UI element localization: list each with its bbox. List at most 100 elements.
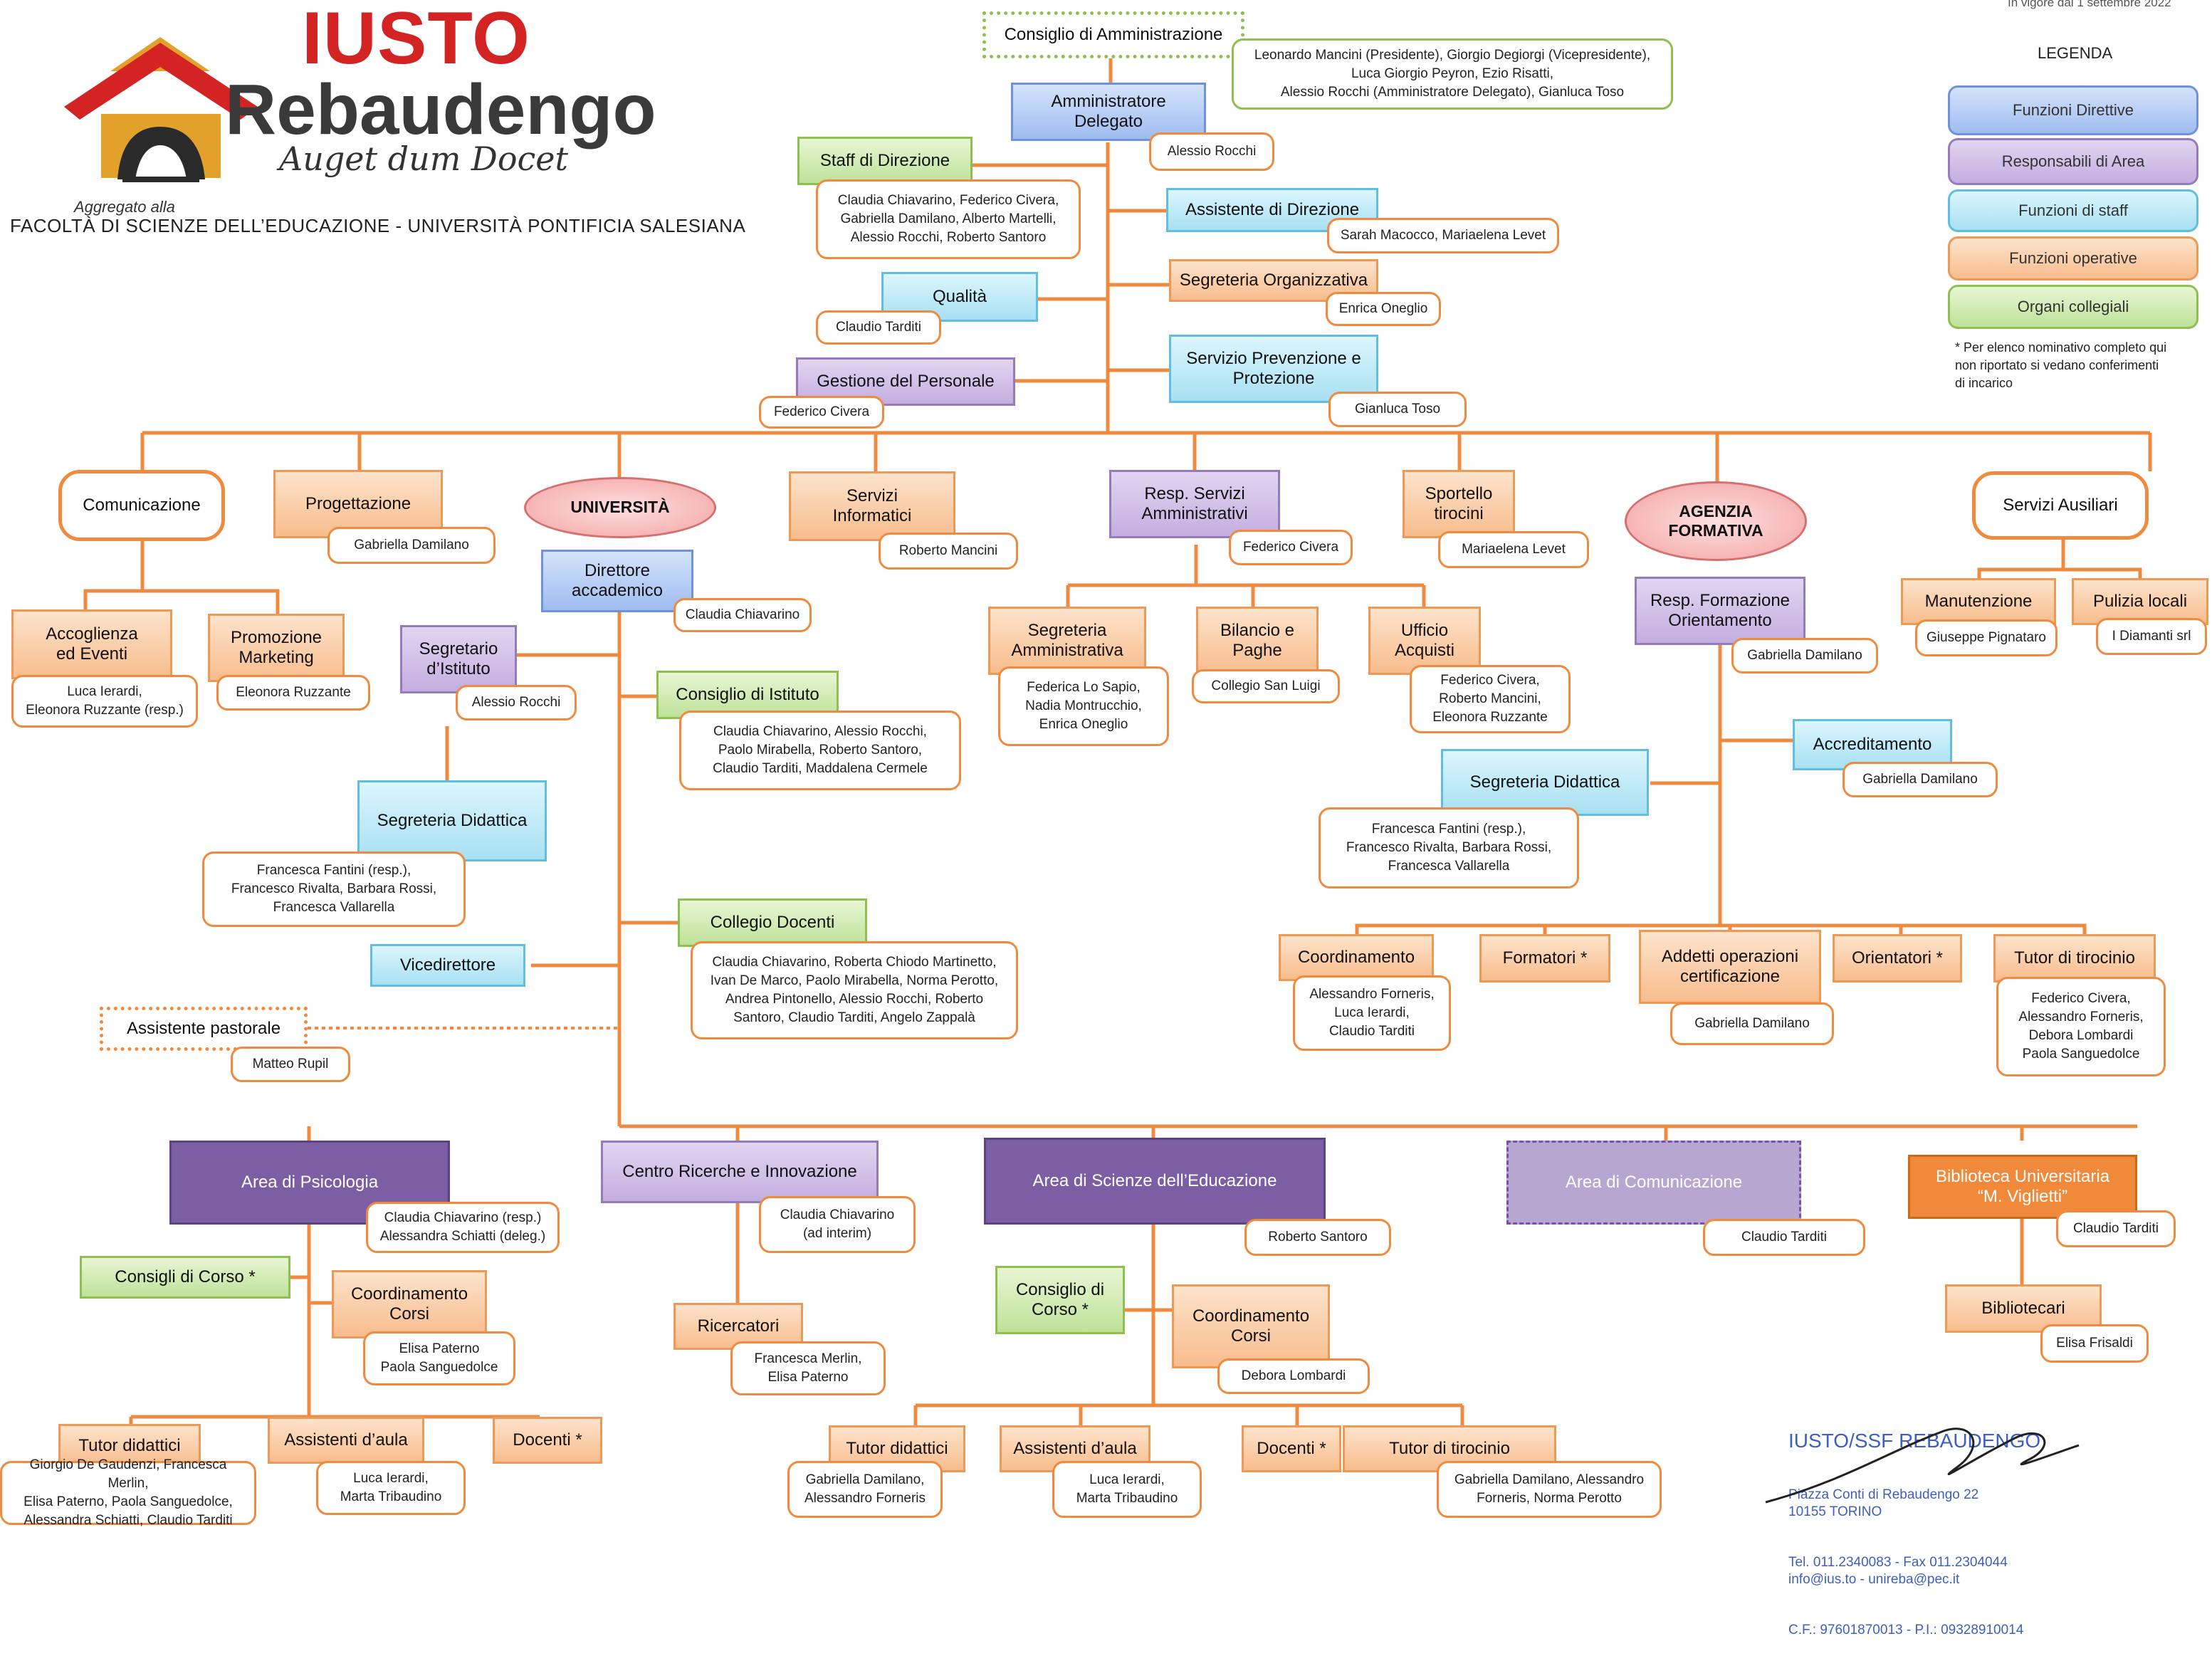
acquisti-names: Federico Civera, Roberto Mancini, Eleono…: [1410, 665, 1571, 733]
centro-ricerche-names: Claudia Chiavarino (ad interim): [759, 1196, 916, 1253]
servizi-ausiliari-box: Servizi Ausiliari: [1972, 471, 2149, 540]
sportello-tirocini-name: Mariaelena Levet: [1438, 531, 1589, 568]
manutenzione-name: Giuseppe Pignataro: [1915, 619, 2058, 656]
agenzia-formativa-oval: AGENZIA FORMATIVA: [1625, 481, 1807, 561]
biblioteca-box: Biblioteca Universitaria “M. Viglietti”: [1908, 1155, 2137, 1219]
agenzia-coordinamento-names: Alessandro Forneris, Luca Ierardi, Claud…: [1293, 975, 1451, 1051]
agenzia-coordinamento-box: Coordinamento: [1279, 934, 1434, 981]
addetti-certificazione-name: Gabriella Damilano: [1670, 1002, 1834, 1045]
stamp-codes: C.F.: 97601870013 - P.I.: 09328910014: [1788, 1623, 2024, 1637]
orientatori-box: Orientatori *: [1833, 934, 1962, 982]
progettazione-name: Gabriella Damilano: [327, 527, 496, 564]
corner-note: In vigore dal 1 settembre 2022: [2008, 0, 2171, 9]
signature: [1765, 1427, 2080, 1504]
psicologia-coordinamento-box: Coordinamento Corsi: [332, 1270, 487, 1338]
segreteria-didattica-box: Segreteria Didattica: [357, 780, 547, 861]
scienze-consiglio-box: Consiglio di Corso *: [995, 1266, 1125, 1334]
area-psicologia-names: Claudia Chiavarino (resp.) Alessandra Sc…: [366, 1202, 560, 1253]
agenzia-segreteria-didattica-box: Segreteria Didattica: [1441, 749, 1649, 816]
collegio-docenti-names: Claudia Chiavarino, Roberta Chiodo Marti…: [691, 941, 1018, 1039]
assistente-pastorale-name: Matteo Rupil: [231, 1047, 350, 1082]
resp-servizi-amm-box: Resp. Servizi Amministrativi: [1109, 470, 1280, 538]
agenzia-tutor-box: Tutor di tirocinio: [1993, 934, 2156, 982]
addetti-certificazione-box: Addetti operazioni certificazione: [1639, 930, 1821, 1004]
assistente-pastorale-box: Assistente pastorale: [100, 1007, 308, 1051]
agenzia-segreteria-didattica-names: Francesca Fantini (resp.), Francesco Riv…: [1319, 807, 1579, 889]
collegio-docenti-box: Collegio Docenti: [678, 898, 867, 947]
consigli-corso-box: Consigli di Corso *: [80, 1256, 290, 1299]
gestione-personale-name: Federico Civera: [759, 396, 884, 429]
scienze-docenti-box: Docenti *: [1242, 1425, 1341, 1472]
consiglio-istituto-names: Claudia Chiavarino, Alessio Rocchi, Paol…: [679, 711, 961, 790]
accoglienza-names: Luca Ierardi, Eleonora Ruzzante (resp.): [11, 675, 198, 728]
area-comunicazione-box: Area di Comunicazione: [1506, 1141, 1801, 1225]
scienze-assistenti-names: Luca Ierardi, Marta Tribaudino: [1052, 1461, 1202, 1518]
servizi-informatici-box: Servizi Informatici: [789, 471, 955, 541]
legend-operative: Funzioni operative: [1948, 236, 2198, 281]
universita-oval: UNIVERSITÀ: [524, 477, 716, 538]
legend-collegiali: Organi collegiali: [1948, 285, 2198, 329]
centro-ricerche-box: Centro Ricerche e Innovazione: [601, 1141, 879, 1203]
title-sub: Rebaudengo: [225, 70, 656, 150]
stamp-address: Piazza Conti di Rebaudengo 22 10155 TORI…: [1788, 1487, 1979, 1519]
legend-direttive: Funzioni Direttive: [1948, 85, 2198, 135]
qualita-name: Claudio Tarditi: [816, 310, 941, 345]
assistente-direzione-box: Assistente di Direzione: [1166, 188, 1378, 232]
motto: Auget dum Docet: [279, 140, 568, 178]
faculty-label: FACOLTÀ DI SCIENZE DELL’EDUCAZIONE - UNI…: [10, 215, 746, 236]
segreteria-amm-box: Segreteria Amministrativa: [988, 607, 1146, 675]
acquisti-box: Ufficio Acquisti: [1368, 607, 1481, 675]
staff-direzione-box: Staff di Direzione: [797, 137, 973, 185]
prevenzione-name: Gianluca Toso: [1328, 392, 1467, 427]
manutenzione-box: Manutenzione: [1901, 578, 2056, 625]
psicologia-docenti-box: Docenti *: [493, 1417, 602, 1464]
stamp-contacts: Tel. 011.2340083 - Fax 011.2304044 info@…: [1788, 1555, 2008, 1587]
bilancio-name: Collegio San Luigi: [1192, 669, 1340, 703]
staff-direzione-names: Claudia Chiavarino, Federico Civera, Gab…: [816, 179, 1081, 259]
psicologia-coordinamento-names: Elisa Paterno Paola Sanguedolce: [363, 1331, 515, 1385]
psicologia-tutor-names: Giorgio De Gaudenzi, Francesca Merlin, E…: [0, 1457, 256, 1528]
vicedirettore-box: Vicedirettore: [370, 944, 525, 987]
bibliotecari-name: Elisa Frisaldi: [2040, 1324, 2149, 1363]
scienze-coordinamento-box: Coordinamento Corsi: [1172, 1284, 1330, 1368]
segreteria-amm-names: Federica Lo Sapio, Nadia Montrucchio, En…: [998, 666, 1169, 746]
cda-names: Leonardo Mancini (Presidente), Giorgio D…: [1232, 38, 1673, 110]
bilancio-box: Bilancio e Paghe: [1196, 607, 1319, 675]
scienze-tutor-names: Gabriella Damilano, Alessandro Forneris: [787, 1461, 943, 1518]
legend-note: * Per elenco nominativo completo qui non…: [1955, 340, 2167, 391]
formatori-box: Formatori *: [1479, 934, 1610, 982]
comunicazione-box: Comunicazione: [58, 470, 225, 541]
segreteria-organizzativa-name: Enrica Oneglio: [1326, 292, 1441, 326]
cda-box: Consiglio di Amministrazione: [982, 11, 1244, 58]
assistente-direzione-names: Sarah Macocco, Mariaelena Levet: [1327, 218, 1559, 253]
segreteria-didattica-names: Francesca Fantini (resp.), Francesco Riv…: [202, 851, 466, 927]
sportello-tirocini-box: Sportello tirocini: [1403, 470, 1515, 538]
title-main: IUSTO: [302, 0, 530, 80]
psicologia-assistenti-box: Assistenti d’aula: [268, 1417, 424, 1464]
resp-formazione-name: Gabriella Damilano: [1731, 638, 1878, 674]
accreditamento-name: Gabriella Damilano: [1843, 762, 1998, 797]
accoglienza-box: Accoglienza ed Eventi: [11, 609, 172, 679]
ad-box: Amministratore Delegato: [1011, 83, 1206, 141]
segretario-box: Segretario d’Istituto: [400, 625, 517, 693]
resp-servizi-amm-name: Federico Civera: [1229, 530, 1353, 565]
direttore-box: Direttore accademico: [541, 550, 693, 612]
biblioteca-name: Claudio Tarditi: [2056, 1210, 2176, 1247]
psicologia-assistenti-names: Luca Ierardi, Marta Tribaudino: [316, 1461, 466, 1515]
promozione-box: Promozione Marketing: [208, 614, 345, 682]
psicologia-tutor-box: Tutor didattici: [58, 1424, 201, 1468]
agenzia-tutor-names: Federico Civera, Alessandro Forneris, De…: [1996, 977, 2166, 1076]
legend-responsabili: Responsabili di Area: [1948, 138, 2198, 185]
promozione-name: Eleonora Ruzzante: [216, 675, 370, 711]
org-chart-connectors: [64, 37, 2152, 1427]
scienze-tirocinio-names: Gabriella Damilano, Alessandro Forneris,…: [1437, 1461, 1662, 1518]
aggregated-label: Aggregato alla: [74, 198, 175, 216]
resp-formazione-box: Resp. Formazione Orientamento: [1635, 577, 1805, 645]
area-scienze-box: Area di Scienze dell’Educazione: [984, 1138, 1326, 1225]
area-scienze-name: Roberto Santoro: [1244, 1219, 1391, 1256]
servizi-informatici-name: Roberto Mancini: [879, 533, 1018, 570]
legend-title: LEGENDA: [2038, 44, 2113, 62]
segretario-name: Alessio Rocchi: [456, 685, 577, 720]
ricercatori-names: Francesca Merlin, Elisa Paterno: [730, 1341, 886, 1395]
scienze-coordinamento-name: Debora Lombardi: [1217, 1358, 1370, 1394]
